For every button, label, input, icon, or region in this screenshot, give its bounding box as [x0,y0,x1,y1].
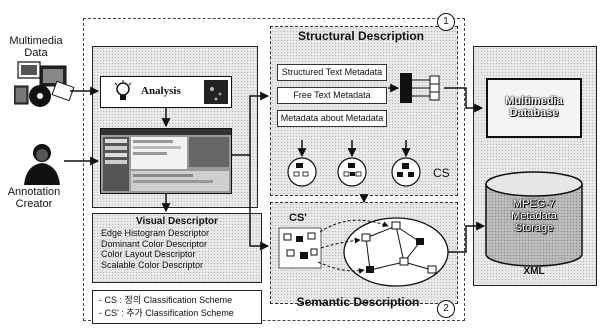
vd-item-dominant: Dominant Color Descriptor [101,238,208,249]
annotation-creator-icon [20,141,64,185]
multimedia-data-label: Multimedia Data [9,35,63,59]
annotation-tool-screenshot [100,128,232,194]
vd-item-scalable: Scalable Color Descriptor [101,259,204,270]
structural-cs-label: CS [433,166,450,180]
metadata-item-about: Metadata about Metadata [277,110,387,127]
multimedia-database-title: Multimedia Database [505,95,563,119]
metadata-item-free: Free Text Metadata [277,87,387,104]
flow-arrows [64,83,486,253]
multimedia-data-icon [13,60,76,112]
semantic-number-badge: 2 [437,300,455,318]
lightbulb-icon [113,80,133,104]
annotation-creator-label: Annotation Creator [7,186,61,210]
analysis-label: Analysis [141,85,181,97]
cs-node-2 [337,157,367,187]
analysis-thumbnail [204,80,228,104]
metadata-storage-cylinder [482,170,586,270]
processing-boundary [83,18,465,321]
metadata-tree-icon [400,73,440,103]
legend-item-cs-prime: - CS' : 추가 Classification Scheme [99,308,234,318]
visual-descriptor-title: Visual Descriptor [135,216,219,227]
metadata-list: Structured Text Metadata Free Text Metad… [270,55,458,135]
vd-item-edge: Edge Histogram Descriptor [101,228,210,238]
legend-box: - CS : 정의 Classification Scheme - CS' : … [92,290,262,324]
cs-node-1 [287,157,317,187]
semantic-cs-prime-label: CS' [289,212,307,224]
visual-descriptor-box: Visual Descriptor Edge Histogram Descrip… [92,213,262,283]
analysis-bar: Analysis [100,76,232,108]
semantic-description-title: Semantic Description [296,295,420,309]
metadata-item-structured: Structured Text Metadata [277,64,387,81]
semantic-graph [317,217,449,287]
cs-prime-cluster [278,227,322,269]
cs-node-3 [391,157,421,187]
multimedia-database-box [486,78,582,138]
metadata-storage-label: MPEG-7 Metadata Storage [511,198,557,234]
xml-label: XML [523,266,545,277]
vd-item-layout: Color Layout Descriptor [101,249,196,259]
legend-item-cs: - CS : 정의 Classification Scheme [99,295,233,305]
structural-number-badge: 1 [437,13,455,31]
structural-description-title: Structural Description [297,29,425,43]
